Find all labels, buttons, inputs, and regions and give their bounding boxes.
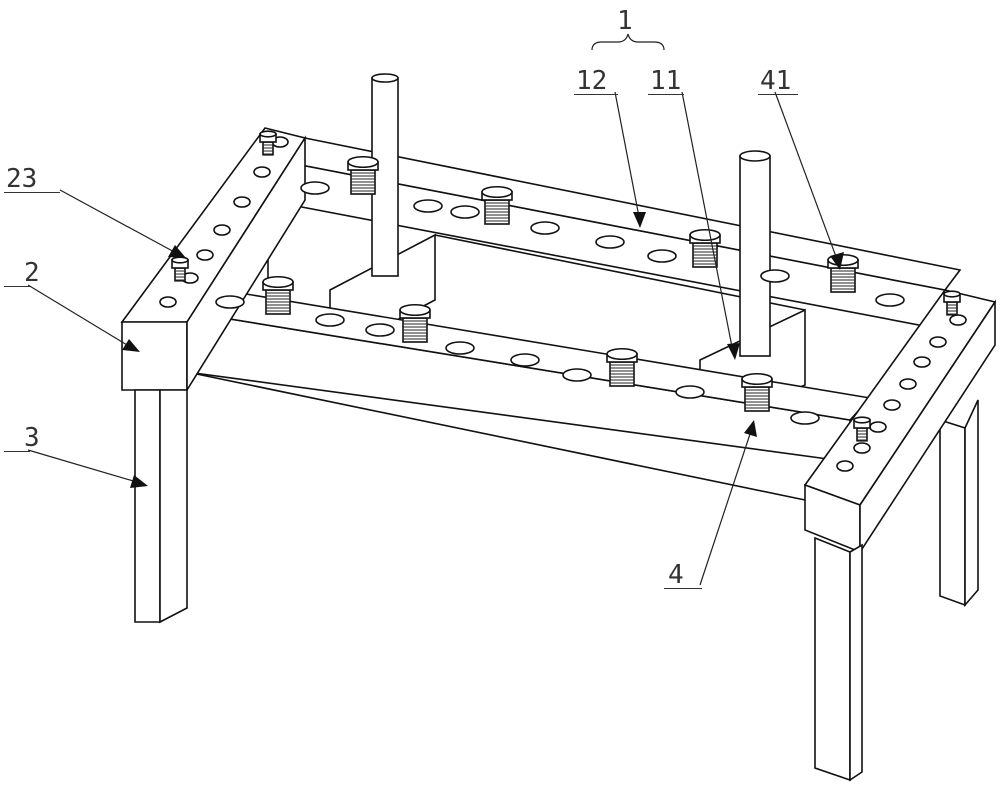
hole xyxy=(233,196,251,208)
hole xyxy=(675,385,705,399)
leg-front-right xyxy=(814,536,863,782)
assembly-brace xyxy=(591,33,665,51)
hole xyxy=(300,181,330,195)
hole xyxy=(450,205,480,219)
bolt xyxy=(606,347,638,387)
hole xyxy=(213,224,231,236)
hole xyxy=(510,353,540,367)
bolt xyxy=(171,256,189,282)
hole xyxy=(913,356,931,368)
locating-rod-right xyxy=(739,150,771,357)
label-4: 4 xyxy=(668,560,684,590)
leader-lines xyxy=(27,91,844,586)
label-41: 41 xyxy=(760,66,792,96)
hole xyxy=(159,296,177,308)
bolt xyxy=(943,290,961,316)
label-12-underline xyxy=(574,94,618,95)
hole xyxy=(869,421,887,433)
hole xyxy=(253,166,271,178)
end-block-right xyxy=(803,289,997,555)
label-3-underline xyxy=(4,451,30,452)
hole xyxy=(929,336,947,348)
label-1: 1 xyxy=(617,6,633,36)
label-12: 12 xyxy=(576,66,608,96)
hole xyxy=(899,378,917,390)
locating-rod-left xyxy=(371,73,399,277)
hole xyxy=(836,460,854,472)
hole xyxy=(562,368,592,382)
bolt xyxy=(481,185,513,225)
label-4-underline xyxy=(664,588,702,589)
bolt xyxy=(259,130,277,156)
hole xyxy=(530,221,560,235)
hole xyxy=(365,323,395,337)
hole xyxy=(883,399,901,411)
hole xyxy=(790,411,820,425)
label-23: 23 xyxy=(6,164,38,194)
bolt xyxy=(827,253,859,293)
label-11-underline xyxy=(648,94,684,95)
hole xyxy=(315,313,345,327)
leg-back-right xyxy=(939,399,979,608)
hole xyxy=(875,293,905,307)
hole xyxy=(595,235,625,249)
label-3: 3 xyxy=(24,423,40,453)
hole xyxy=(215,295,245,309)
hole xyxy=(445,341,475,355)
bolt xyxy=(741,372,773,412)
bolt xyxy=(399,303,431,343)
bolt xyxy=(689,228,721,268)
hole xyxy=(760,269,790,283)
hole xyxy=(853,442,871,454)
bolt xyxy=(347,155,379,195)
label-23-underline xyxy=(4,192,60,193)
mounting-holes xyxy=(159,136,967,472)
hole xyxy=(647,249,677,263)
label-11: 11 xyxy=(650,66,682,96)
leg-front-left xyxy=(134,389,188,624)
hole xyxy=(196,249,214,261)
label-2: 2 xyxy=(24,258,40,288)
hole xyxy=(413,199,443,213)
hole xyxy=(949,314,967,326)
bolt xyxy=(853,416,871,442)
label-41-underline xyxy=(758,94,798,95)
positioning-bolts xyxy=(171,130,961,442)
label-2-underline xyxy=(4,286,30,287)
bolt xyxy=(262,275,294,315)
